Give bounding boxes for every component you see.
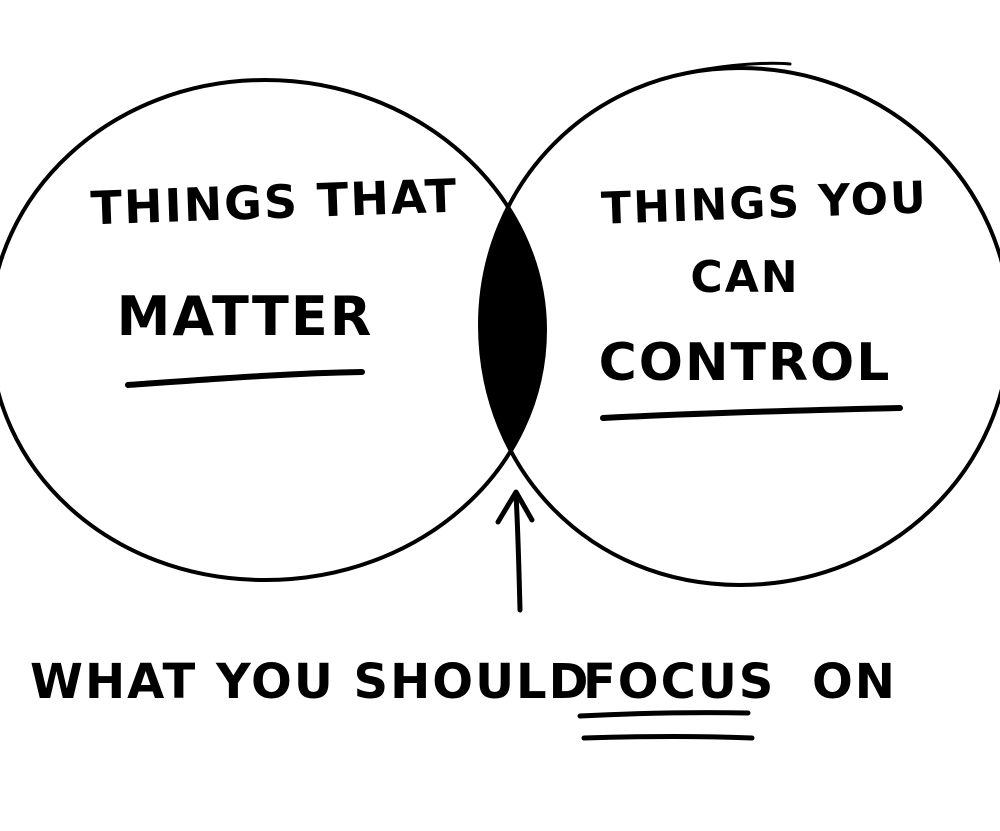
- left-label-line2: MATTER: [117, 285, 374, 348]
- arrow-head-icon: [495, 489, 535, 525]
- right-label-underline: [600, 405, 903, 421]
- left-circle: [0, 78, 547, 582]
- caption-emphasis-underline-1: [577, 710, 751, 719]
- left-label-underline: [125, 369, 365, 388]
- caption-emphasis: FOCUS: [583, 654, 775, 710]
- right-label-line1: THINGS YOU: [600, 172, 928, 234]
- right-label-line2: CAN: [690, 252, 799, 303]
- right-circle: [478, 66, 1000, 587]
- right-label-line3: CONTROL: [599, 333, 892, 393]
- arrow-shaft: [513, 492, 523, 613]
- overlap-region: [480, 80, 545, 580]
- right-circle-overdraw: [688, 61, 792, 74]
- left-label-line1: THINGS THAT: [90, 169, 459, 236]
- caption-part1: WHAT YOU SHOULD: [30, 654, 590, 710]
- caption-emphasis-underline-2: [581, 734, 755, 741]
- caption-part2: ON: [812, 654, 897, 710]
